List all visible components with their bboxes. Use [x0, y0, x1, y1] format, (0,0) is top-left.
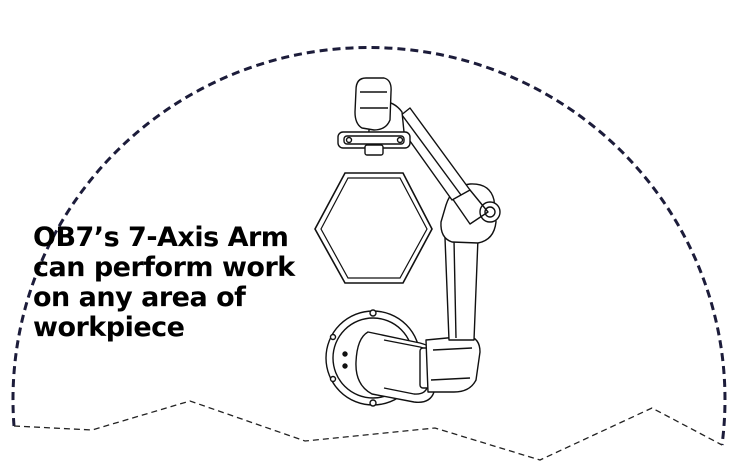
caption-line-3: on any area of [33, 282, 246, 313]
hexagon-workpiece-icon [314, 172, 433, 284]
workpiece-boundary-line [13, 400, 723, 461]
caption-line-4: workpiece [33, 312, 185, 343]
robot-arm-icon [325, 77, 501, 407]
reach-envelope-arc [11, 46, 727, 446]
caption-line-1: OB7’s 7-Axis Arm [33, 222, 289, 253]
caption-line-2: can perform work [33, 252, 295, 283]
arm-caption: OB7’s 7-Axis Arm can perform work on any… [33, 223, 333, 343]
